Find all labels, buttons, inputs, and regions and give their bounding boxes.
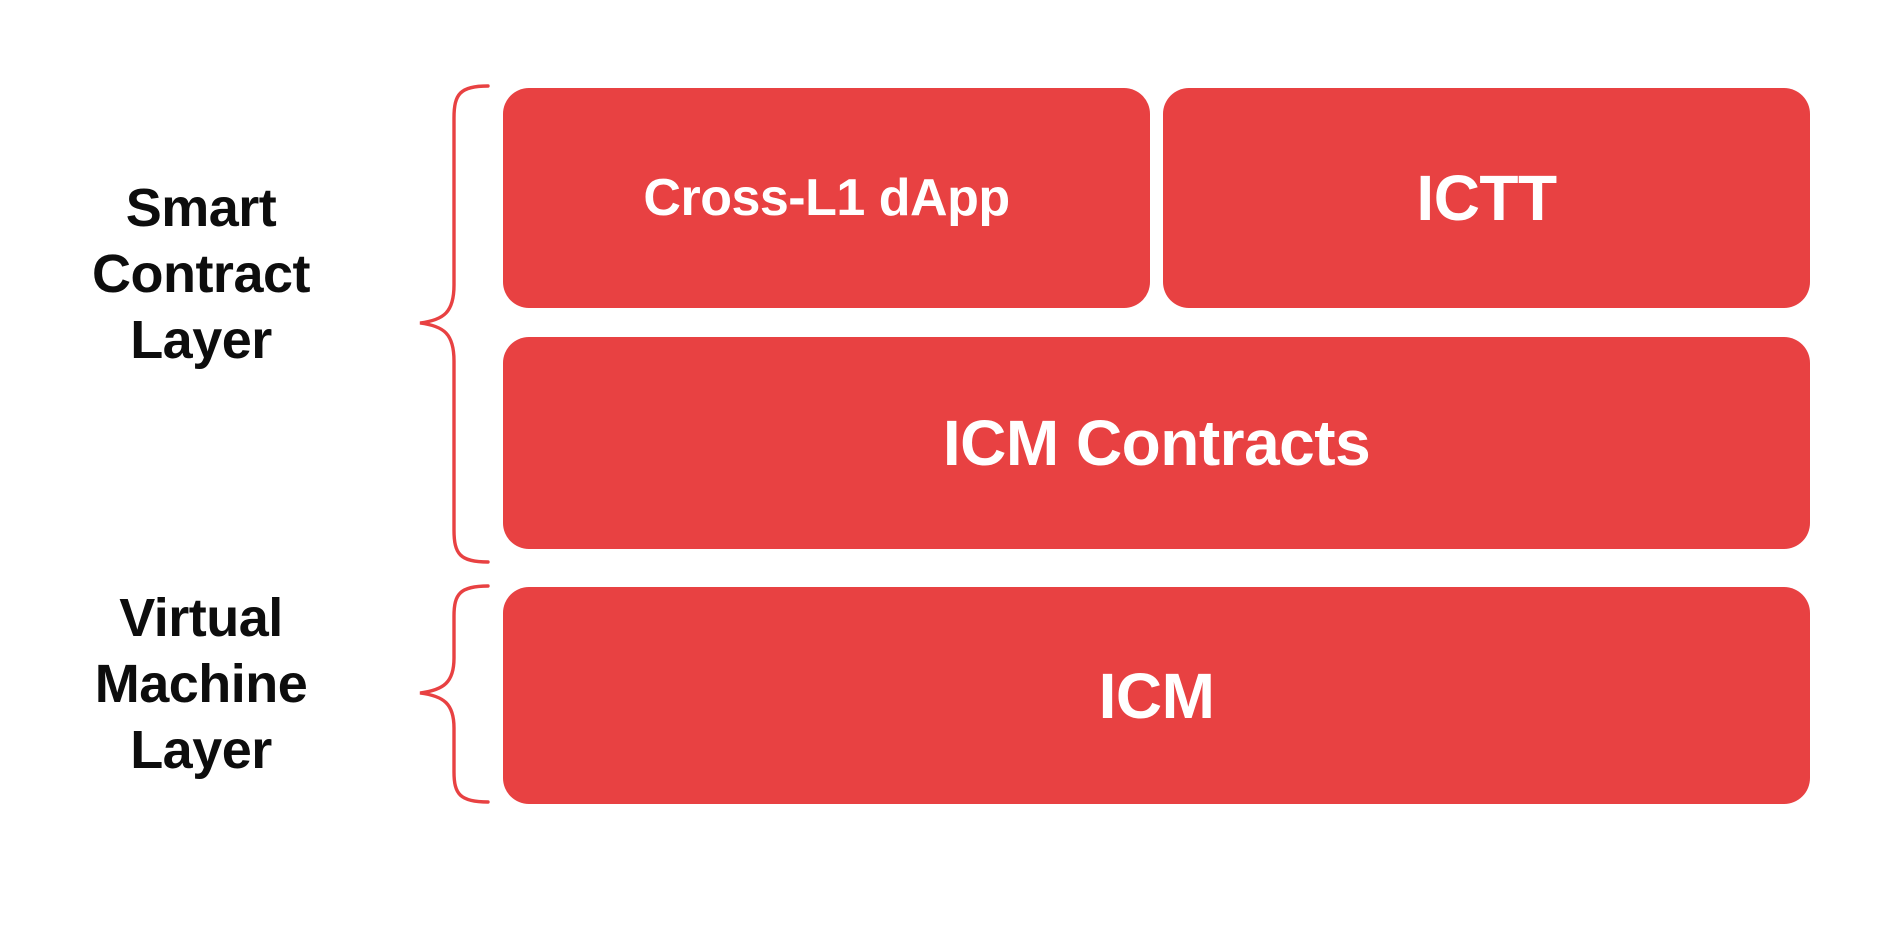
node-box-ictt[interactable]: ICTT (1163, 88, 1810, 308)
node-label-icm-contracts: ICM Contracts (942, 407, 1371, 479)
node-box-icm-contracts[interactable]: ICM Contracts (503, 337, 1810, 549)
group-label-smart-contract-layer: Smart Contract Layer (91, 178, 311, 370)
curly-brace-left-icon-smart-contract-layer (419, 84, 490, 564)
curly-brace-left-icon-virtual-machine-layer (419, 584, 490, 804)
node-label-ictt: ICTT (1416, 162, 1557, 234)
node-label-icm: ICM (1098, 659, 1215, 732)
group-label-virtual-machine-layer: Virtual Machine Layer (94, 588, 308, 780)
node-box-icm[interactable]: ICM (503, 587, 1810, 804)
node-box-cross-l1-dapp[interactable]: Cross-L1 dApp (503, 88, 1150, 308)
node-label-cross-l1-dapp: Cross-L1 dApp (643, 169, 1010, 227)
